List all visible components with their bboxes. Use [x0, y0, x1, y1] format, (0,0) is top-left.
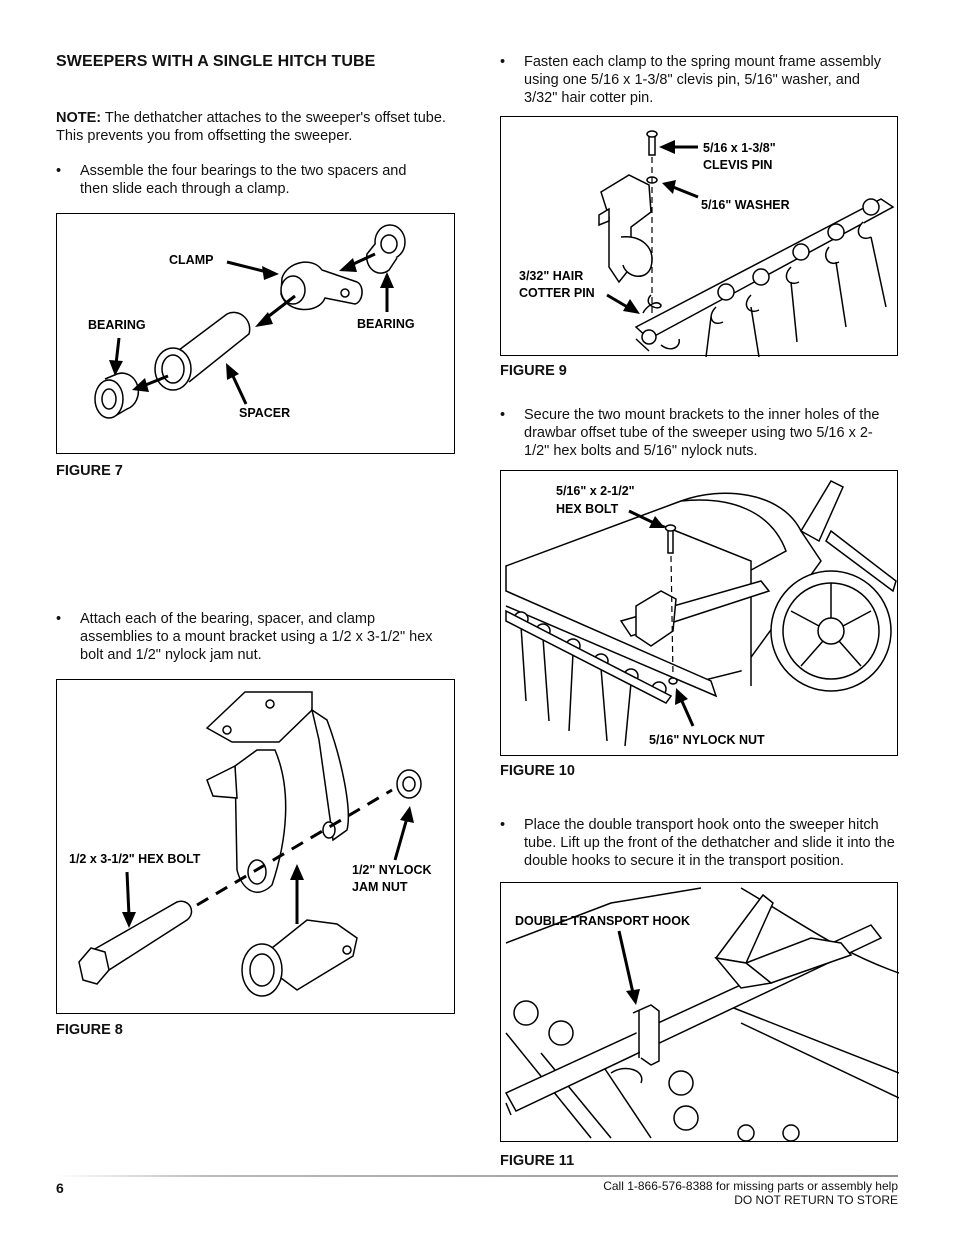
cotter-pin-label-line1: 3/32" HAIR	[519, 269, 583, 283]
clevis-pin-label-line2: CLEVIS PIN	[703, 158, 772, 172]
figure-10-illustration: 5/16" x 2-1/2" HEX BOLT 5/16" NYLOCK NUT	[505, 480, 897, 747]
footer-line-1: Call 1-866-576-8388 for missing parts or…	[603, 1179, 898, 1193]
bullet-mark: •	[56, 163, 62, 179]
instruction-bullet-2: • Attach each of the bearing, spacer, an…	[56, 610, 451, 668]
washer-label: 5/16" WASHER	[701, 198, 790, 212]
figure-9: 5/16 x 1-3/8" CLEVIS PIN 5/16" WASHER 3/…	[500, 116, 898, 357]
note-text: The dethatcher attaches to the sweeper's…	[56, 110, 446, 144]
bullet-mark: •	[56, 611, 62, 627]
figure-10: 5/16" x 2-1/2" HEX BOLT 5/16" NYLOCK NUT	[500, 470, 898, 756]
figure-7-caption: FIGURE 7	[56, 463, 123, 479]
spacer-label: SPACER	[239, 406, 290, 420]
figure-9-caption: FIGURE 9	[500, 363, 567, 379]
bearing-label-left: BEARING	[88, 318, 146, 332]
bullet-text: Secure the two mount brackets to the inn…	[524, 407, 880, 459]
bullet-mark: •	[500, 817, 506, 833]
double-transport-hook-label: DOUBLE TRANSPORT HOOK	[515, 914, 690, 928]
figure-9-illustration: 5/16 x 1-3/8" CLEVIS PIN 5/16" WASHER 3/…	[519, 130, 895, 357]
figure-8-illustration: 1/2 x 3-1/2" HEX BOLT 1/2" NYLOCK JAM NU…	[69, 691, 432, 997]
bullet-text: Assemble the four bearings to the two sp…	[80, 163, 407, 197]
bullet-text: Attach each of the bearing, spacer, and …	[80, 611, 433, 663]
hex-bolt-label: 1/2 x 3-1/2" HEX BOLT	[69, 852, 201, 866]
footer-help-text: Call 1-866-576-8388 for missing parts or…	[500, 1179, 898, 1207]
bullet-mark: •	[500, 407, 506, 423]
figure-10-caption: FIGURE 10	[500, 763, 575, 779]
figure-11: DOUBLE TRANSPORT HOOK	[500, 882, 899, 1142]
figure-7-illustration: CLAMP BEARING BEARING SPACER	[88, 224, 415, 420]
hex-bolt-label-line1: 5/16" x 2-1/2"	[556, 484, 635, 498]
figure-11-illustration: DOUBLE TRANSPORT HOOK	[504, 887, 899, 1142]
nylock-nut-label: 5/16" NYLOCK NUT	[649, 733, 765, 747]
instruction-bullet-3: • Fasten each clamp to the spring mount …	[500, 53, 892, 111]
figure-8: 1/2 x 3-1/2" HEX BOLT 1/2" NYLOCK JAM NU…	[56, 679, 455, 1014]
note-paragraph: NOTE: The dethatcher attaches to the swe…	[56, 109, 446, 145]
figure-11-caption: FIGURE 11	[500, 1153, 575, 1169]
cotter-pin-label-line2: COTTER PIN	[519, 286, 595, 300]
clamp-label: CLAMP	[169, 253, 213, 267]
page-number: 6	[56, 1180, 64, 1196]
instruction-bullet-1: • Assemble the four bearings to the two …	[56, 162, 436, 202]
bullet-text: Fasten each clamp to the spring mount fr…	[524, 54, 882, 106]
clevis-pin-label-line1: 5/16 x 1-3/8"	[703, 141, 776, 155]
figure-8-caption: FIGURE 8	[56, 1022, 123, 1038]
figure-7: CLAMP BEARING BEARING SPACER	[56, 213, 455, 454]
nylock-jam-nut-label-line2: JAM NUT	[352, 880, 408, 894]
section-heading: SWEEPERS WITH A SINGLE HITCH TUBE	[56, 53, 376, 70]
footer-rule	[56, 1175, 898, 1177]
instruction-bullet-5: • Place the double transport hook onto t…	[500, 816, 898, 874]
nylock-jam-nut-label-line1: 1/2" NYLOCK	[352, 863, 432, 877]
bearing-label-right: BEARING	[357, 317, 415, 331]
footer-line-2: DO NOT RETURN TO STORE	[734, 1193, 898, 1207]
bullet-mark: •	[500, 54, 506, 70]
note-label: NOTE:	[56, 110, 102, 126]
hex-bolt-label-line2: HEX BOLT	[556, 502, 619, 516]
instruction-bullet-4: • Secure the two mount brackets to the i…	[500, 406, 898, 464]
bullet-text: Place the double transport hook onto the…	[524, 817, 895, 869]
